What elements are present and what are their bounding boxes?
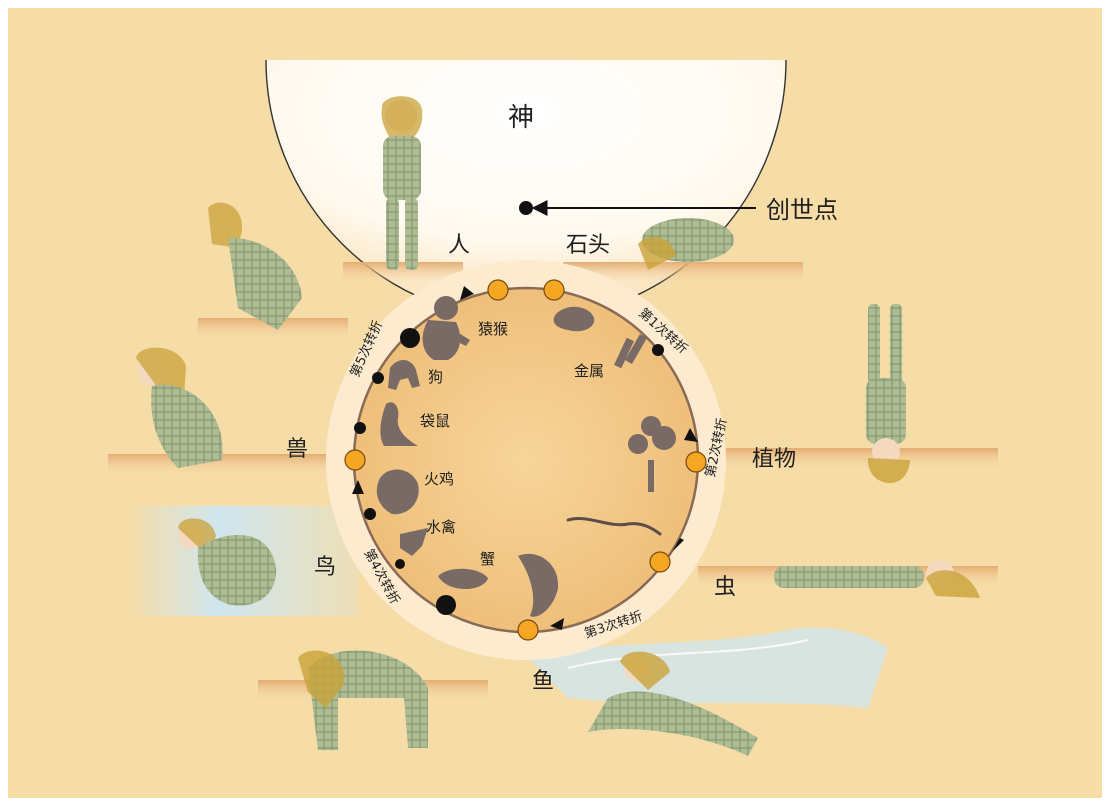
node-turn4: [436, 595, 456, 615]
label-bird: 鸟: [314, 555, 336, 580]
diagram-stage: 神 创世点: [8, 8, 1102, 798]
node-dog: [372, 372, 384, 384]
creation-point-dot: [519, 201, 533, 215]
label-plant: 植物: [752, 447, 796, 472]
evolution-cycle-diagram: 神 创世点: [8, 8, 1102, 798]
node-insect: [650, 552, 670, 572]
ledge-beast: [108, 454, 348, 476]
god-label: 神: [508, 103, 534, 133]
node-beast: [345, 450, 365, 470]
label-turkey: 火鸡: [424, 470, 454, 488]
node-waterfowl: [364, 508, 376, 520]
creation-point-label: 创世点: [766, 196, 838, 224]
label-insect: 虫: [714, 575, 736, 600]
node-turn5: [400, 328, 420, 348]
node-turn1: [652, 344, 664, 356]
label-ape: 猿猴: [478, 320, 508, 338]
figure-beast-kneeling: [136, 348, 223, 468]
figure-insect-lying: [774, 560, 980, 598]
label-stone: 石头: [566, 233, 610, 258]
node-plant: [686, 452, 706, 472]
label-metal: 金属: [574, 362, 604, 380]
label-dog: 狗: [428, 368, 443, 386]
figure-crouching-1: [208, 203, 302, 330]
node-stone: [544, 280, 564, 300]
label-fish: 鱼: [532, 669, 554, 694]
node-ape: [488, 280, 508, 300]
label-beast: 兽: [286, 437, 308, 462]
label-human: 人: [448, 233, 470, 258]
label-waterfowl: 水禽: [426, 518, 456, 536]
node-crab: [395, 559, 405, 569]
node-fish: [518, 620, 538, 640]
label-kangaroo: 袋鼠: [420, 412, 450, 430]
node-kangaroo: [354, 422, 366, 434]
label-crab: 蟹: [480, 550, 495, 568]
